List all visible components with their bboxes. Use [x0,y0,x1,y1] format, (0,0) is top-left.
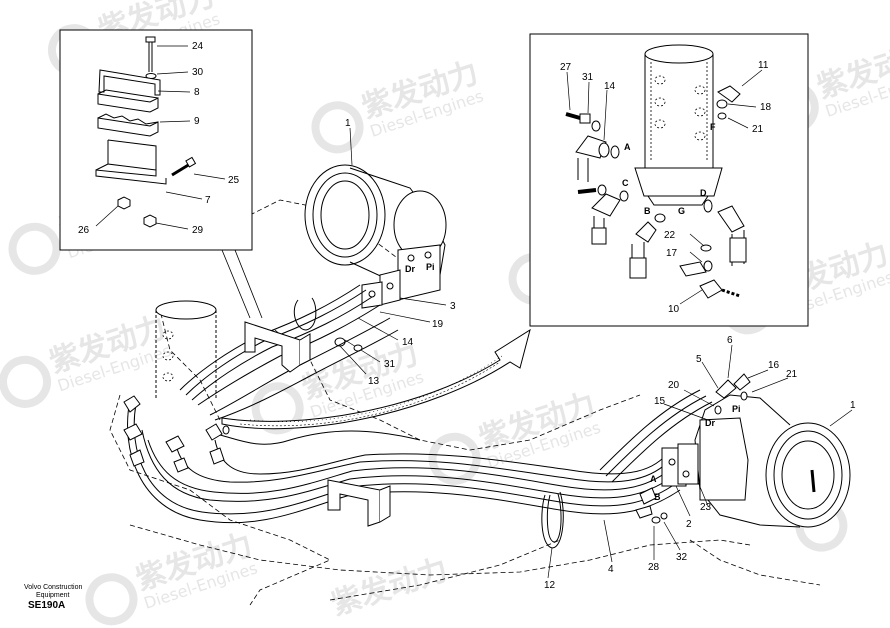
inset-frame-left [59,29,253,251]
port-label-pi-upper: Pi [426,262,435,272]
callout-7: 7 [205,195,211,206]
watermark-7: 紫发动力 Diesel-Engines [0,310,173,408]
swivel-fittings [123,395,230,473]
callout-20: 20 [668,380,680,391]
caption-model-code: SE190A [28,600,66,611]
callout-4: 4 [608,564,614,575]
callout-11: 11 [758,60,769,71]
port-label-dr-upper: Dr [405,264,415,274]
port-label-b: B [644,206,651,216]
callout-21-inset: 21 [752,124,764,135]
callout-8: 8 [194,87,200,98]
callout-6: 6 [727,335,733,346]
callout-27: 27 [560,62,572,73]
travel-motor-lower: Dr Pi A B 6 [544,335,856,591]
direction-arrow [221,328,531,430]
callout-30: 30 [192,67,204,78]
callout-31: 31 [384,359,396,370]
watermark-9: 紫发动力 Diesel-Engines [428,387,603,485]
callout-25: 25 [228,175,240,186]
callout-5: 5 [696,354,702,365]
port-label-c: C [622,178,629,188]
watermark-10: 紫发动力 Diesel-Engines [85,527,260,626]
callout-26: 26 [78,225,90,236]
callout-18: 18 [760,102,772,113]
callout-24: 24 [192,41,204,52]
callout-1-lower: 1 [850,400,856,411]
callout-28: 28 [648,562,660,573]
callout-2: 2 [686,519,692,530]
swivel-joint-main [155,300,217,400]
travel-motor-upper: Dr Pi 1 3 19 14 31 13 [304,118,456,387]
callout-23: 23 [700,502,712,513]
callout-14: 14 [402,337,414,348]
hose-clamps [244,297,564,549]
callout-3: 3 [450,301,456,312]
callout-12: 12 [544,580,556,591]
port-label-dr-lower: Dr [705,418,715,428]
port-label-pi-lower: Pi [732,404,741,414]
inset-swivel-detail: 27 31 14 11 18 21 22 17 10 A C D B G F [529,33,809,327]
watermark-2: 紫发动力 Diesel-Engines [311,55,486,154]
port-label-g: G [678,206,685,216]
callout-21-lower: 21 [786,369,798,380]
callout-29: 29 [192,225,204,236]
callout-19: 19 [432,319,444,330]
port-label-a: A [624,142,631,152]
callout-32: 32 [676,552,688,563]
callout-13: 13 [368,376,380,387]
port-label-a-lower: A [650,474,657,484]
caption-company-line1: Volvo Construction [24,584,83,591]
callout-22: 22 [664,230,676,241]
callout-9: 9 [194,116,200,127]
callout-15: 15 [654,396,666,407]
svg-text:紫发动力: 紫发动力 [327,552,452,622]
callout-10: 10 [668,304,680,315]
callout-16: 16 [768,360,780,371]
callout-31-inset: 31 [582,72,594,83]
callout-14-inset: 14 [604,81,616,92]
callout-1-upper: 1 [345,118,351,129]
port-label-b-lower: B [654,492,661,502]
port-label-f: F [710,122,716,132]
callout-17: 17 [666,248,678,259]
caption-company-line2: Equipment [36,592,70,599]
port-label-d: D [700,188,707,198]
inset-clamp-detail: 24 30 8 9 25 7 26 29 [59,29,263,319]
watermark-12: 紫发动力 [327,552,452,622]
